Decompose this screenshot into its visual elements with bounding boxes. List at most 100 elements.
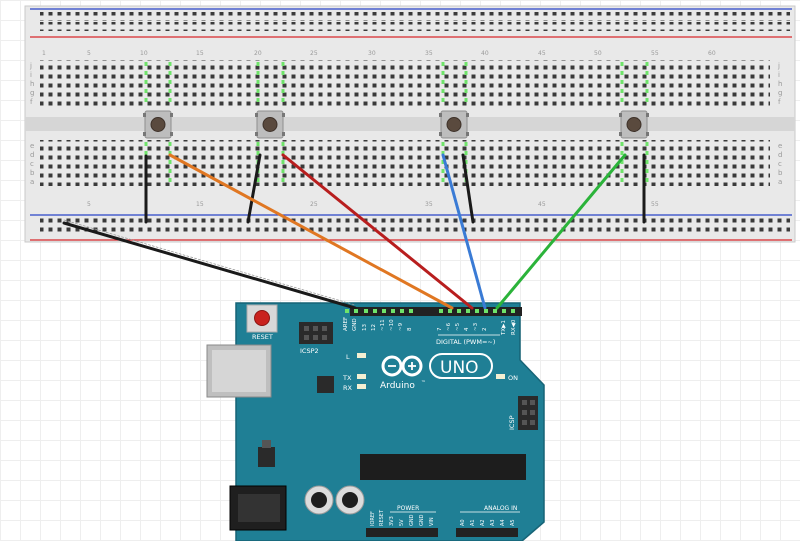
power-header (366, 528, 438, 537)
top-power-rail (30, 8, 792, 38)
brand-label: Arduino (380, 381, 415, 391)
power-pin-label: RESET (379, 509, 385, 526)
digital-header (350, 307, 522, 316)
push-button-3[interactable] (439, 110, 469, 139)
column-number: 10 (140, 50, 148, 57)
analog-pin-label: A3 (490, 519, 496, 526)
header-pin (409, 309, 413, 313)
column-number: 20 (254, 50, 262, 57)
column-number: 25 (310, 50, 318, 57)
pin-label-5: ~5 (455, 322, 461, 331)
pin-label-rx0: RX◀0 (511, 319, 517, 335)
column-number: 50 (594, 50, 602, 57)
header-pin (345, 309, 349, 313)
analog-pin-label: A5 (510, 519, 516, 526)
pin-label-tx1: TX▶1 (501, 320, 507, 336)
header-pin (466, 309, 470, 313)
digital-pin-labels: AREF GND 13 12 ~11 ~10 ~9 8 7 ~6 ~5 4 ~3… (343, 317, 517, 336)
ground-jumper-3[interactable] (461, 153, 475, 224)
ground-jumper-2[interactable] (246, 153, 262, 224)
bottom-terminal-holes (40, 140, 770, 186)
wire-red[interactable] (281, 153, 474, 310)
led-on (496, 374, 505, 379)
usb-connector-inner (212, 350, 266, 392)
row-letter: b (778, 169, 783, 177)
pin-label-11: ~11 (380, 319, 386, 331)
power-pin-label: IOREF (370, 511, 376, 526)
column-number: 45 (538, 201, 546, 208)
row-letter: f (30, 98, 33, 106)
column-number: 55 (651, 50, 659, 57)
arduino-logo (381, 355, 423, 377)
pin-label-4: 4 (464, 327, 470, 331)
pin-label-12: 12 (371, 324, 377, 331)
column-number: 35 (425, 50, 433, 57)
power-pin-label: GND (419, 514, 425, 526)
row-letter: j (777, 62, 780, 70)
capacitors (304, 485, 365, 515)
header-pin (475, 309, 479, 313)
icsp2-header (299, 322, 333, 344)
uno-badge (429, 353, 493, 379)
bottom-power-rail (30, 214, 792, 241)
led-l-label: L (346, 353, 350, 361)
power-pin-label: 5V (399, 519, 405, 526)
breadboard: j i h g f e d c b a j i h g f e d c b a … (24, 5, 796, 243)
wire-green[interactable] (495, 153, 627, 310)
analog-header (456, 528, 518, 537)
push-button-2[interactable] (255, 110, 285, 139)
row-letter: i (778, 71, 780, 79)
ground-jumpers (144, 153, 646, 224)
pin-label-gnd: GND (352, 318, 358, 331)
row-letter: j (29, 62, 32, 70)
power-pin-labels: IOREF RESET 3V3 5V GND GND VIN (370, 509, 435, 526)
pin-label-6: ~6 (446, 322, 452, 331)
power-label: POWER (397, 505, 419, 512)
push-button-4[interactable] (619, 110, 649, 139)
analog-pin-label: A1 (470, 519, 476, 526)
header-pin (502, 309, 506, 313)
row-letter: a (778, 178, 782, 186)
icsp2-label: ICSP2 (300, 347, 319, 355)
top-terminal-holes (40, 60, 770, 106)
push-button-1[interactable] (143, 110, 173, 139)
column-number: 5 (87, 201, 91, 208)
row-letter: f (778, 98, 781, 106)
digital-header-pins (345, 309, 515, 313)
row-letter: h (778, 80, 782, 88)
wire-blue[interactable] (441, 153, 487, 310)
digital-header-body (350, 307, 522, 316)
wire-orange[interactable] (168, 153, 454, 310)
row-letter: g (30, 89, 34, 97)
row-letter: a (30, 178, 34, 186)
wire-ground-black[interactable] (62, 221, 357, 310)
header-pin (400, 309, 404, 313)
header-pin (373, 309, 377, 313)
power-pin-label: VIN (429, 517, 435, 526)
led-tx-label: TX (342, 374, 352, 382)
led-on-label: ON (508, 374, 518, 382)
bottom-rail-holes-1 (40, 218, 790, 227)
digital-label: DIGITAL (PWM=~) (436, 338, 495, 346)
regulator-tab (262, 440, 271, 448)
icsp-header (518, 396, 538, 430)
row-letter: c (778, 160, 782, 168)
voltage-regulator (258, 447, 275, 467)
row-letter: h (30, 80, 34, 88)
pin-label-9: ~9 (398, 322, 404, 331)
bottom-rail-holes-2 (40, 227, 790, 236)
usb-chip (317, 376, 334, 393)
analog-pin-label: A0 (460, 519, 466, 526)
column-number: 55 (651, 201, 659, 208)
column-number: 15 (196, 50, 204, 57)
row-letter: i (30, 71, 32, 79)
column-number: 5 (87, 50, 91, 57)
reset-button[interactable] (246, 304, 278, 333)
arduino-logo-signs (388, 362, 416, 370)
pin-label-10: ~10 (389, 319, 395, 331)
header-pin (382, 309, 386, 313)
header-pin (439, 309, 443, 313)
row-letter: e (30, 142, 34, 150)
led-l (357, 353, 366, 358)
